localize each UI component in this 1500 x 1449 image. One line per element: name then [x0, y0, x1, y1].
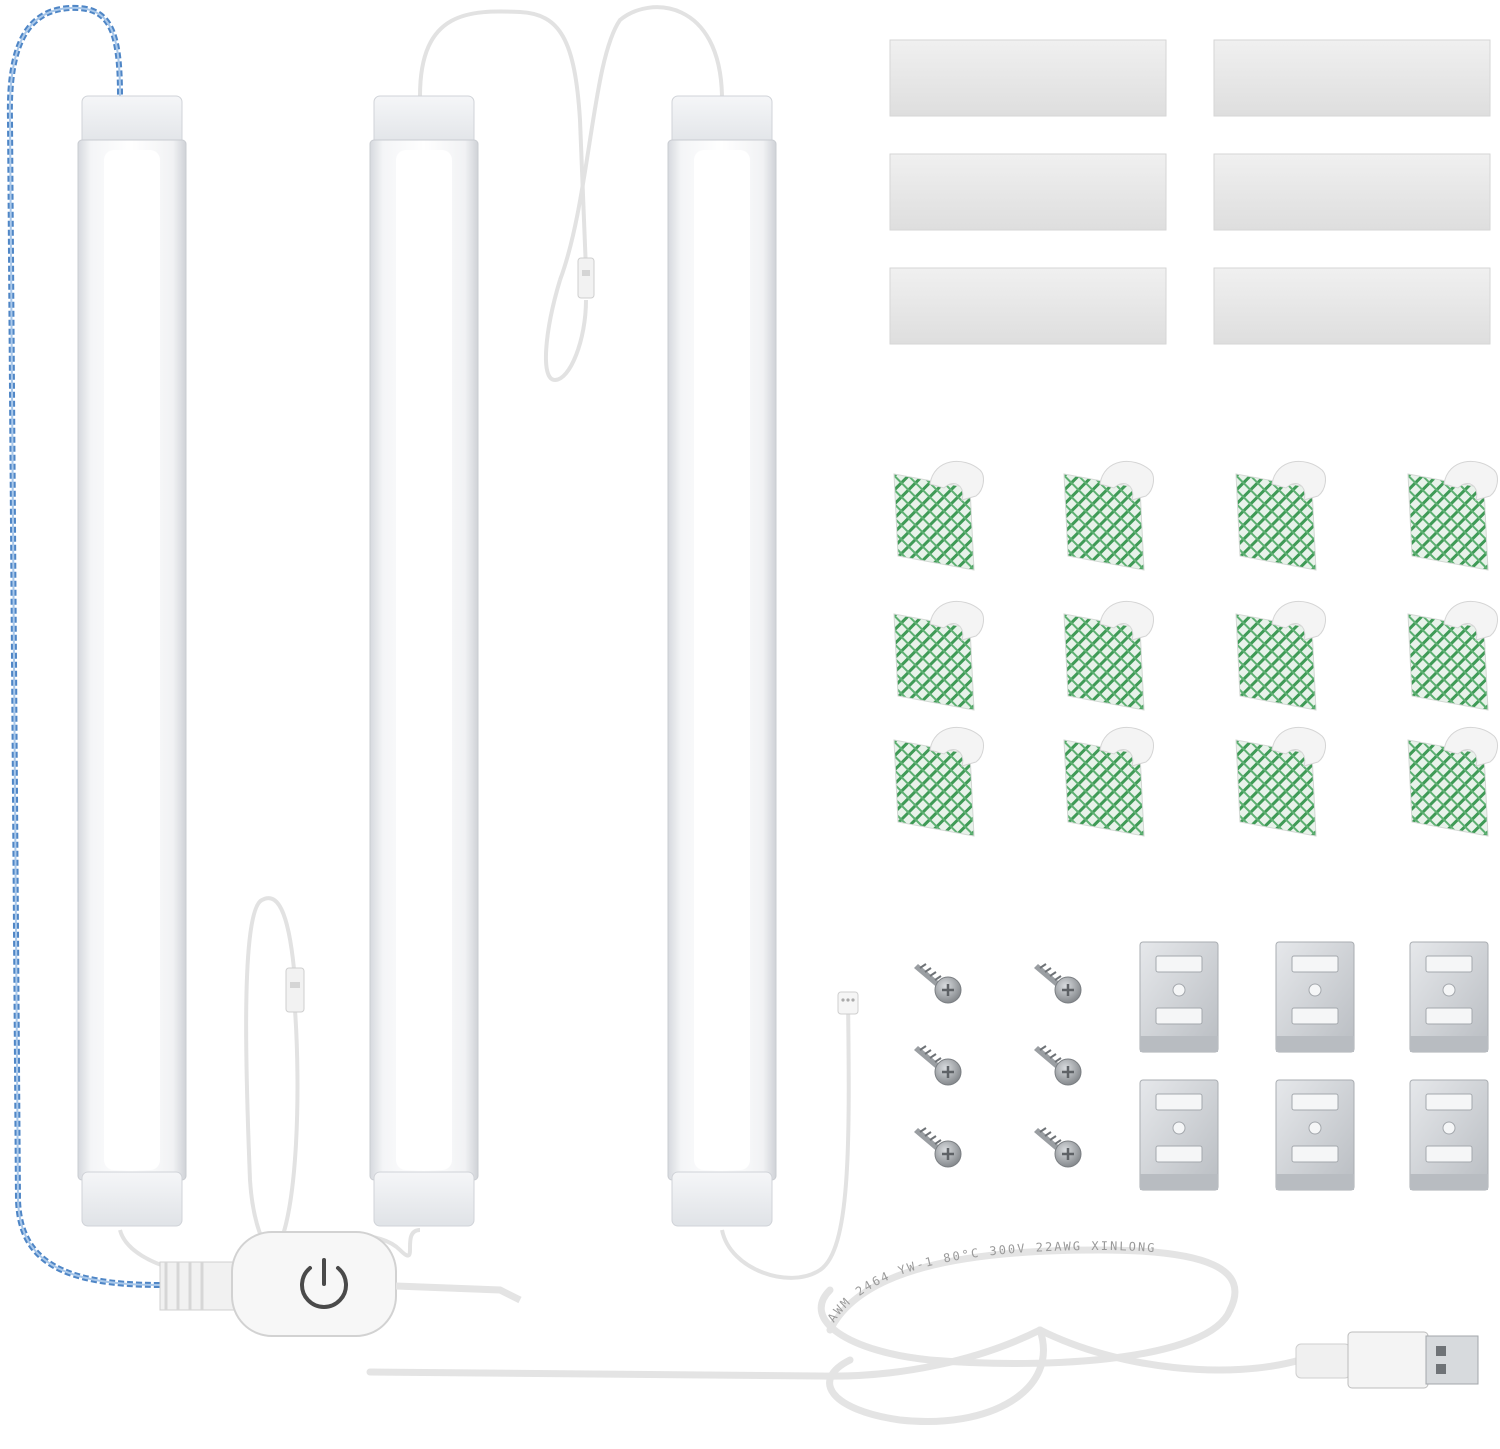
- mounting-clip: [893, 460, 984, 571]
- mounting-clip: [1235, 600, 1326, 711]
- adhesive-strip: [889, 153, 1167, 231]
- mounting-bracket: [1139, 941, 1219, 1053]
- adhesive-strip: [1213, 39, 1491, 117]
- power-icon: [300, 1258, 348, 1309]
- mounting-clips: [893, 460, 1498, 837]
- adhesive-strip: [889, 267, 1167, 345]
- mounting-clip: [1407, 726, 1498, 837]
- mounting-clip: [1063, 460, 1154, 571]
- screw: [912, 1044, 963, 1087]
- light-bar-2: [369, 95, 479, 1227]
- light-bar-3: [667, 95, 777, 1227]
- mounting-clip: [1235, 460, 1326, 571]
- screw: [912, 1126, 963, 1169]
- braided-cable: [6, 4, 161, 1288]
- mounting-brackets: [1139, 941, 1489, 1191]
- end-connector: [837, 991, 859, 1015]
- adhesive-strip: [1213, 153, 1491, 231]
- mounting-clip: [1407, 600, 1498, 711]
- adhesive-strips: [889, 39, 1491, 345]
- cable-print-text: AWM 2464 YW-1 80°C 300V 22AWG XINLONG: [825, 1239, 1157, 1325]
- screw: [1032, 962, 1083, 1005]
- mounting-bracket: [1275, 941, 1355, 1053]
- mounting-bracket: [1409, 1079, 1489, 1191]
- mounting-clip: [1063, 600, 1154, 711]
- mounting-clip: [1235, 726, 1326, 837]
- touch-switch: [159, 1231, 522, 1337]
- usb-plug: [1295, 1331, 1479, 1389]
- inline-connector-top: [577, 257, 595, 299]
- mounting-clip: [893, 600, 984, 711]
- adhesive-strip: [889, 39, 1167, 117]
- mounting-bracket: [1409, 941, 1489, 1053]
- adhesive-strip: [1213, 267, 1491, 345]
- usb-cable: [366, 1246, 1304, 1425]
- screws: [912, 962, 1083, 1169]
- screw: [1032, 1044, 1083, 1087]
- inline-connector-bottom: [285, 967, 305, 1013]
- mounting-bracket: [1139, 1079, 1219, 1191]
- light-bar-1: [77, 95, 187, 1227]
- mounting-clip: [1407, 460, 1498, 571]
- mounting-clip: [893, 726, 984, 837]
- mounting-clip: [1063, 726, 1154, 837]
- mounting-bracket: [1275, 1079, 1355, 1191]
- screw: [1032, 1126, 1083, 1169]
- screw: [912, 962, 963, 1005]
